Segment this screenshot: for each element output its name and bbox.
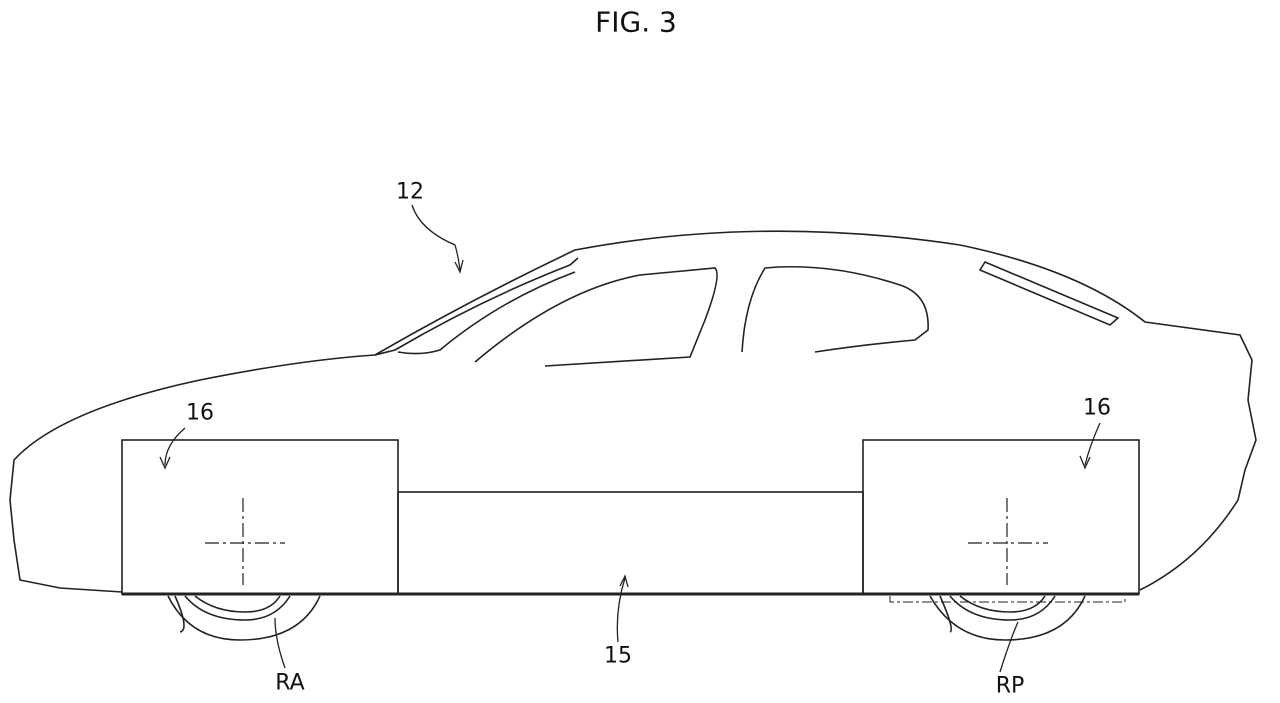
front-centerline (205, 498, 285, 585)
windshield-inner (397, 271, 576, 355)
front-wheel (167, 595, 321, 641)
rear-window (741, 266, 929, 353)
label-front-module: 16 (186, 400, 214, 426)
front-window (474, 267, 718, 367)
label-battery: 15 (604, 643, 632, 669)
label-front-axle: RA (275, 670, 305, 696)
figure-title: FIG. 3 (595, 5, 677, 39)
leader-arrows (159, 204, 1101, 673)
rear-module-box (862, 439, 1140, 595)
battery-box (397, 491, 864, 595)
rear-wheel (889, 595, 1126, 641)
label-vehicle: 12 (396, 179, 424, 205)
label-rear-module: 16 (1083, 395, 1111, 421)
label-rear-axle: RP (995, 673, 1025, 699)
rear-centerline (968, 498, 1048, 585)
car-body-outline (9, 230, 1257, 593)
rear-glass (978, 260, 1120, 326)
windshield-line (374, 257, 579, 356)
